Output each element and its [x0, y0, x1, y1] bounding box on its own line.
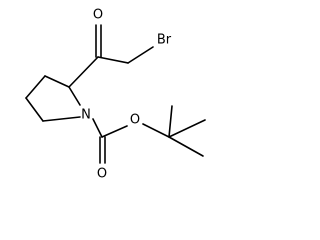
bromine-label: Br: [157, 33, 172, 48]
carbonyl-oxygen-label: O: [93, 8, 103, 23]
pyrrolidine-ring: [25, 75, 81, 122]
ester-oxygen-label: O: [130, 113, 140, 128]
bond-carbamate-ester-oxygen: [101, 125, 128, 138]
carbamate-oxygen-label: O: [97, 167, 107, 182]
boc-group: [92, 105, 206, 164]
ring-nitrogen-label: N: [81, 108, 91, 123]
bond-tbutyl-methyl-right-down: [168, 136, 204, 157]
bond-ring-c4-c5: [25, 97, 44, 122]
bromoacetyl-group: [68, 24, 154, 88]
bond-c2-carbonyl-carbon: [68, 56, 99, 88]
bond-ring-c5-n: [42, 116, 81, 122]
bond-ring-n-c2: [68, 86, 81, 106]
molecule-diagram: O Br N O O: [25, 8, 206, 182]
bond-tbutyl-methyl-up: [168, 105, 173, 138]
bond-tbutyl-methyl-right-up: [168, 119, 206, 138]
bond-carbonyl-ch2: [97, 56, 129, 64]
bond-ring-c2-c3: [44, 75, 70, 88]
bond-ring-c3-c4: [25, 75, 46, 99]
bond-ch2-br: [127, 46, 154, 64]
bond-n-carbamate-carbon: [92, 118, 103, 138]
bond-ester-oxygen-tbutyl: [142, 123, 170, 138]
